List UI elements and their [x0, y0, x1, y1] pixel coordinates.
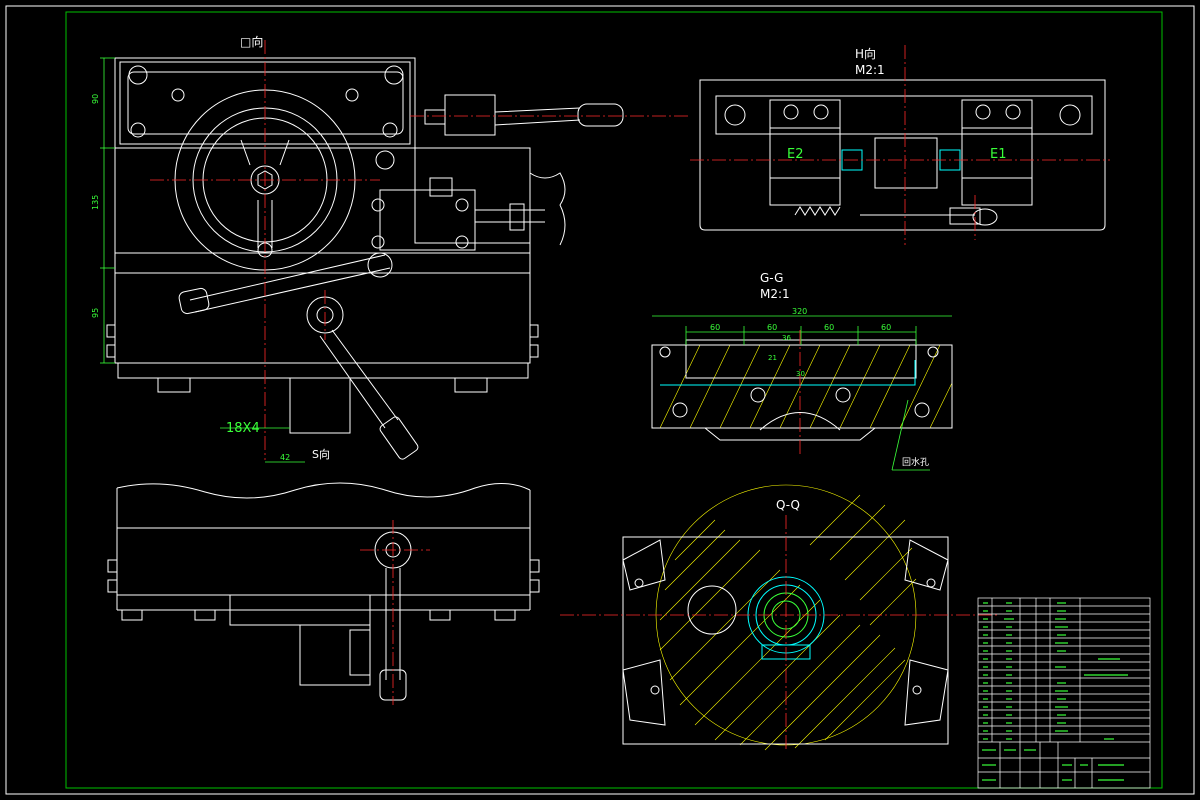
- label-e1: E1: [990, 147, 1007, 162]
- gg-dim-21: 21: [768, 354, 777, 362]
- title-block: [977, 597, 1151, 789]
- qq-view: [622, 536, 949, 745]
- inner-border: [65, 11, 1163, 789]
- qq-view-title: Q-Q: [776, 498, 800, 512]
- gg-dim-36: 36: [782, 334, 791, 342]
- return-water-hole-note: 回水孔: [902, 456, 929, 468]
- h-view-scale: M2:1: [855, 63, 885, 77]
- front-dimensions: [100, 57, 305, 463]
- bottom-view: [107, 482, 540, 701]
- dim-135: 135: [91, 195, 100, 210]
- gg-dim-60-c: 60: [824, 323, 834, 332]
- s-view-label: S向: [312, 447, 330, 461]
- qq-centerlines: [560, 515, 1000, 752]
- gg-dim-overall: 320: [792, 307, 807, 316]
- gg-view-hidden: [660, 360, 916, 386]
- h-view-centerlines: [690, 45, 1110, 245]
- gg-view-title: G-G: [760, 271, 783, 285]
- gg-view-hatch: [651, 344, 953, 429]
- gg-view-scale: M2:1: [760, 287, 790, 301]
- front-view: [106, 57, 624, 460]
- gg-dim-60-a: 60: [710, 323, 720, 332]
- label-e2: E2: [787, 147, 804, 162]
- h-view: [699, 79, 1106, 231]
- gg-view: [651, 339, 953, 441]
- gg-dim-60-b: 60: [767, 323, 777, 332]
- gg-dimensions: [652, 315, 952, 471]
- title-block-marks: [982, 602, 1128, 781]
- gg-dim-30: 30: [796, 370, 805, 378]
- bottom-centerlines: [360, 520, 430, 705]
- dim-90: 90: [91, 94, 100, 104]
- gg-dim-60-d: 60: [881, 323, 891, 332]
- outer-border: [5, 5, 1195, 795]
- h-view-title: H向: [855, 46, 876, 61]
- front-view-title: □向: [240, 34, 263, 49]
- front-centerlines: [150, 40, 690, 460]
- dim-95: 95: [91, 308, 100, 318]
- dim-18x4: 18X4: [226, 421, 260, 436]
- dim-42: 42: [280, 453, 290, 462]
